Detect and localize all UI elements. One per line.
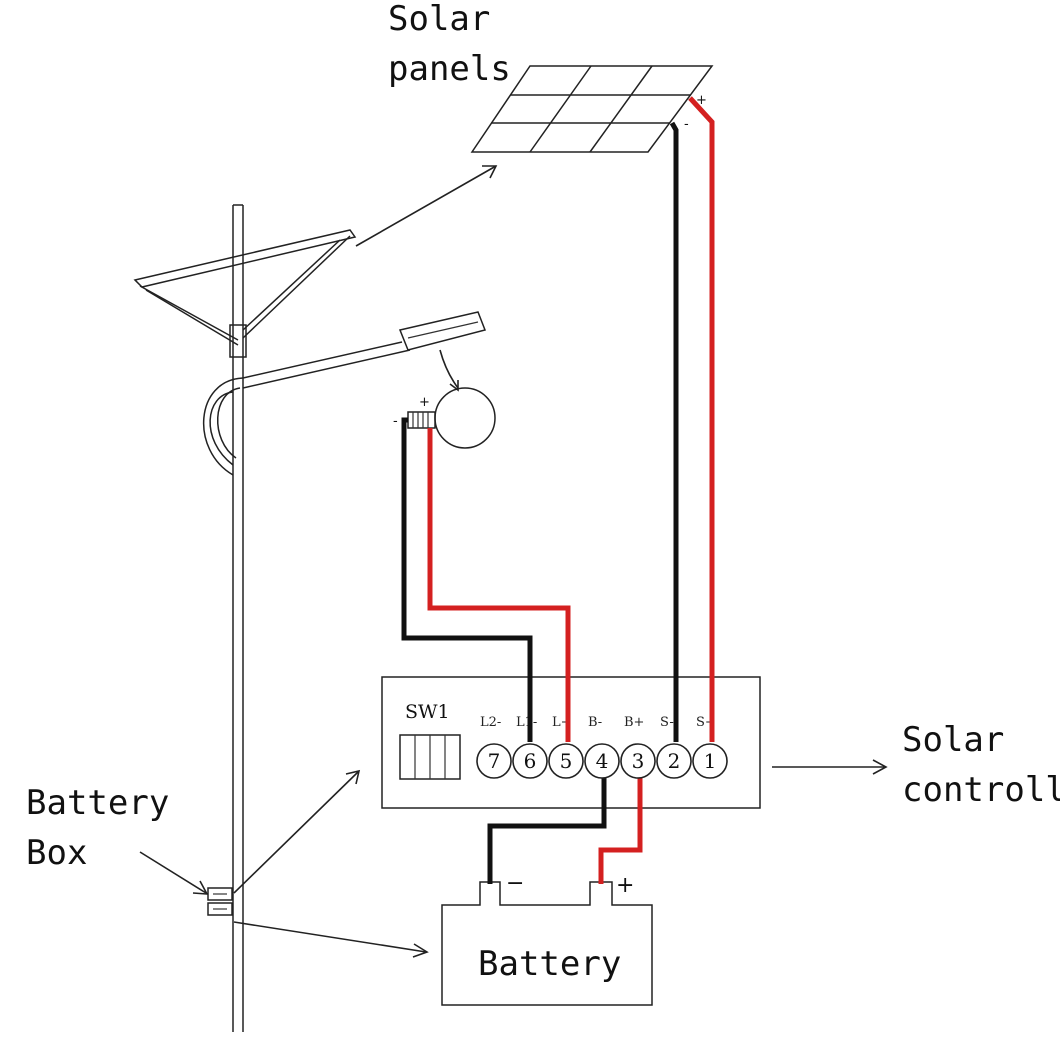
- terminal-5: [548, 743, 584, 779]
- lamp-bulb: + -: [393, 387, 496, 449]
- wire-lamp-positive: [427, 428, 571, 742]
- battery-box-label-line2: Box: [26, 833, 87, 873]
- solar-controller: SW1 L2-L1-L+B-B+S-S+: [381, 676, 761, 809]
- terminal-label-2: S-: [660, 715, 674, 730]
- panel-arrow: [355, 165, 498, 247]
- battery-box-label-line1: Battery: [26, 783, 169, 823]
- solar-controller-label-line2: controll: [902, 770, 1060, 810]
- lamp-arm: [202, 311, 487, 476]
- terminal-number-2: 2: [668, 749, 681, 773]
- wire-panel-negative: [669, 121, 679, 742]
- arrow-box-to-controller: [233, 769, 361, 894]
- wire-battery-negative: [487, 778, 607, 884]
- battery-label: Battery: [478, 944, 621, 984]
- terminal-number-6: 6: [524, 749, 537, 773]
- lamp-plus-label: +: [419, 395, 430, 410]
- panel-bracket: [133, 229, 357, 346]
- terminal-1: [692, 743, 728, 779]
- terminal-number-7: 7: [488, 749, 501, 773]
- solar-controller-label-line1: Solar: [902, 720, 1004, 760]
- wire-lamp-negative: [401, 417, 533, 742]
- solar-panels-label-line2: panels: [388, 49, 511, 89]
- arrow-to-controller-label: [772, 759, 888, 775]
- terminal-block: L2-L1-L+B-B+S-S+: [480, 715, 716, 730]
- battery-box: [207, 887, 233, 916]
- lamp-arrow: [439, 349, 459, 392]
- terminal-number-3: 3: [632, 749, 645, 773]
- terminal-2: [656, 743, 692, 779]
- terminal-label-3: B+: [624, 715, 644, 730]
- terminal-label-7: L2-: [480, 715, 501, 730]
- terminal-number-4: 4: [596, 749, 609, 773]
- battery-minus-label: −: [506, 871, 524, 896]
- terminal-number-1: 1: [704, 749, 717, 773]
- wire-panel-positive: [688, 96, 715, 742]
- arrow-box-to-battery: [233, 921, 429, 958]
- terminal-7: [476, 743, 512, 779]
- panel-minus-label: -: [684, 117, 689, 132]
- arrow-box-label-to-box: [139, 851, 209, 895]
- terminal-6: [512, 743, 548, 779]
- terminal-3: [620, 743, 656, 779]
- terminal-label-4: B-: [588, 715, 602, 730]
- battery-plus-label: +: [616, 873, 634, 898]
- terminal-label-6: L1-: [516, 715, 537, 730]
- terminal-4: [584, 743, 620, 779]
- wire-battery-positive: [598, 778, 643, 884]
- solar-panels-label-line1: Solar: [388, 0, 490, 39]
- lamp-minus-label: -: [393, 414, 398, 429]
- panel-plus-label: +: [696, 93, 707, 108]
- switch-label: SW1: [405, 701, 450, 723]
- terminal-number-5: 5: [560, 749, 573, 773]
- wires: [401, 96, 715, 884]
- switch-sw1: [399, 734, 461, 780]
- solar-panel: + -: [470, 65, 714, 153]
- battery: Battery − +: [441, 871, 653, 1006]
